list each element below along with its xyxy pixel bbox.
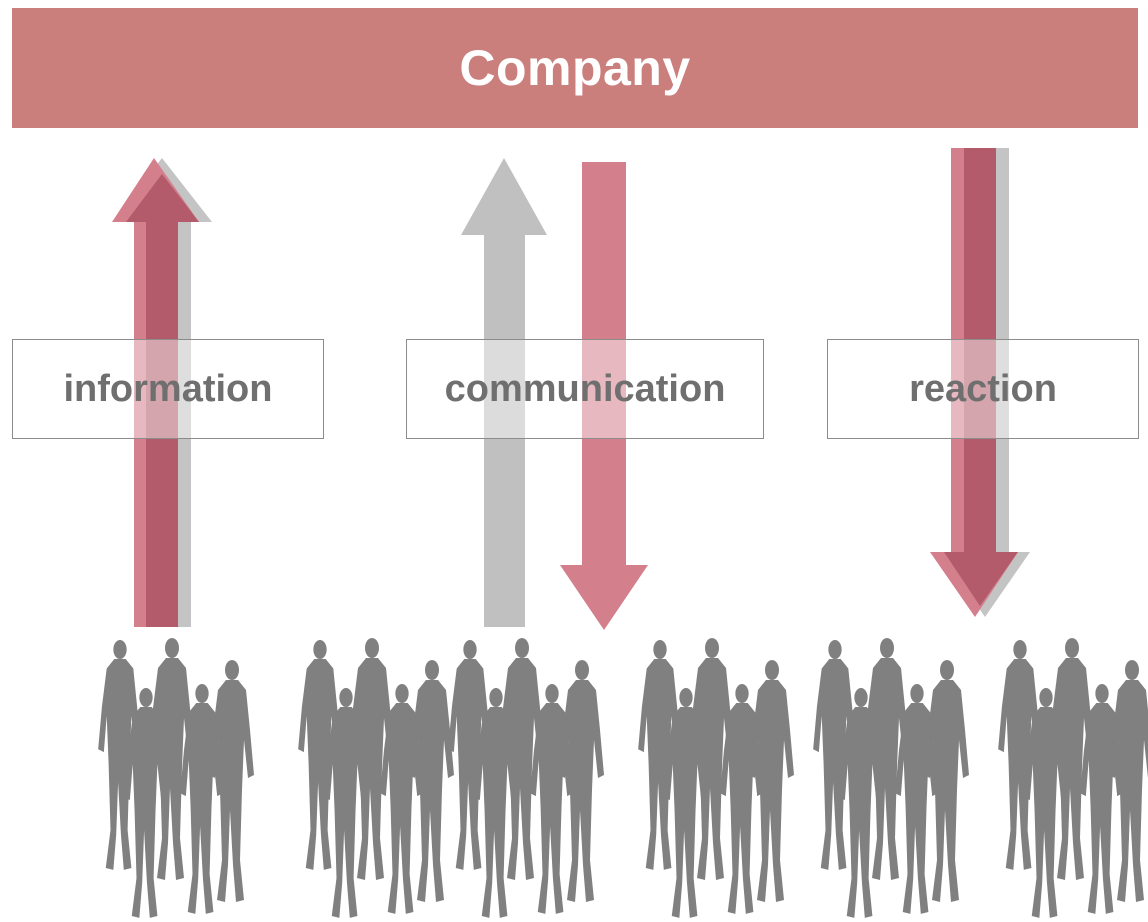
communication-label-box: communication (406, 339, 764, 439)
company-title: Company (459, 40, 691, 96)
reaction-label: reaction (909, 367, 1057, 410)
reaction-arrow-icon (930, 148, 1030, 617)
reaction-label-box: reaction (827, 339, 1139, 439)
communication-up-arrow-icon (461, 158, 547, 627)
people-silhouette-icon (0, 630, 1148, 922)
information-label-box: information (12, 339, 324, 439)
information-label: information (63, 367, 273, 410)
company-bar: Company (12, 8, 1138, 128)
communication-down-arrow-icon (560, 162, 648, 630)
information-arrow-icon (112, 158, 212, 627)
communication-label: communication (444, 367, 726, 410)
